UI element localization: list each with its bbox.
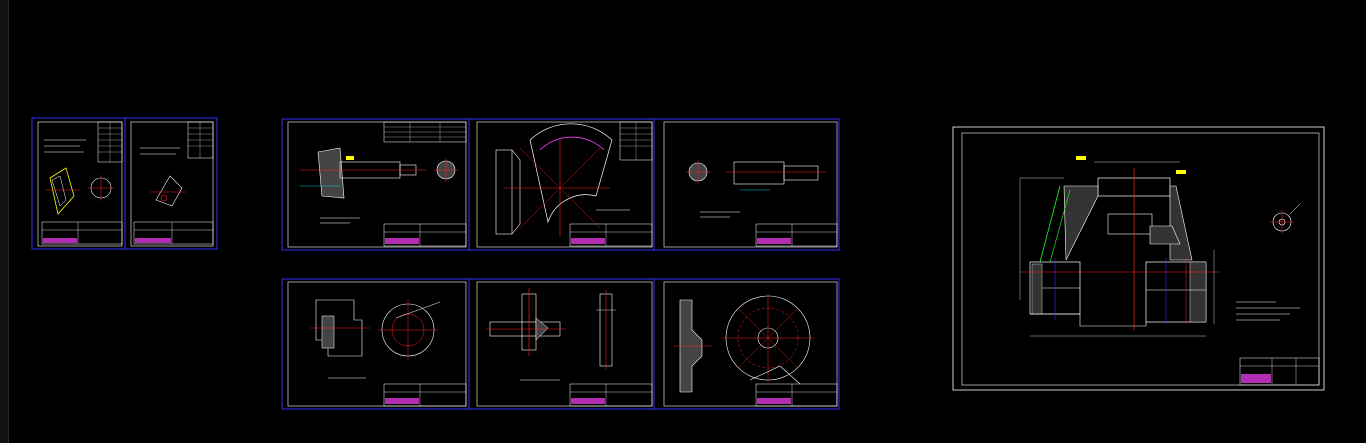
sheet-row-top[interactable] xyxy=(281,118,840,251)
drawing-frame-3 xyxy=(287,121,467,248)
left-panel-edge xyxy=(0,0,9,443)
sheet-small-set[interactable] xyxy=(31,117,218,250)
drawing-frame-2 xyxy=(130,121,214,247)
sheet-row-bottom[interactable] xyxy=(281,278,840,410)
drawing-frame-6 xyxy=(287,281,467,407)
drawing-frame-4 xyxy=(476,121,653,248)
drawing-frame-5 xyxy=(663,121,838,248)
drawing-frame-1 xyxy=(37,121,123,247)
drawing-frame-7 xyxy=(476,281,653,407)
drawing-frame-8 xyxy=(663,281,838,407)
sheet-assembly[interactable] xyxy=(952,126,1325,391)
